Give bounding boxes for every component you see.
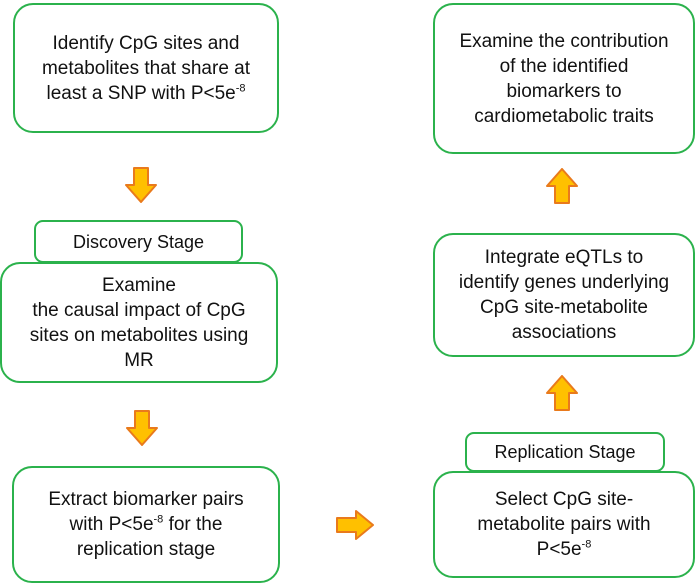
- examine-causal-line-4: MR: [124, 349, 154, 371]
- identify-p-exp: -8: [235, 82, 246, 95]
- examine-contribution-line-1: Examine the contribution: [459, 30, 669, 52]
- arrow-up-icon: [546, 375, 578, 411]
- select-p-exp: -8: [581, 538, 592, 551]
- discovery-stage-text: Discovery Stage: [72, 231, 205, 252]
- extract-line-2-start: with: [69, 514, 109, 535]
- examine-causal-line-2: the causal impact of CpG: [32, 299, 246, 321]
- examine-contribution-line-3: biomarkers to: [506, 80, 622, 102]
- replication-stage-label: Replication Stage: [465, 432, 665, 472]
- select-p-base: P<5e: [536, 539, 582, 560]
- examine-contribution-line-4: cardiometabolic traits: [474, 105, 654, 127]
- integrate-box: Integrate eQTLs to identify genes underl…: [433, 233, 695, 357]
- extract-p-base: P<5e: [108, 514, 154, 535]
- arrow-right-icon: [336, 510, 374, 540]
- identify-text: Identify CpG sites and metabolites that …: [42, 31, 250, 106]
- examine-causal-text: Examine the causal impact of CpG sites o…: [30, 273, 249, 373]
- examine-contribution-box: Examine the contribution of the identifi…: [433, 3, 695, 154]
- select-line-2: metabolite pairs with: [477, 514, 651, 535]
- discovery-stage-label: Discovery Stage: [34, 220, 243, 263]
- identify-line-2: metabolites that share at: [41, 57, 251, 79]
- examine-contribution-line-2: of the identified: [499, 55, 629, 77]
- extract-p-exp: -8: [153, 513, 164, 526]
- replication-stage-text: Replication Stage: [494, 442, 636, 462]
- extract-box: Extract biomarker pairs with P<5e-8 for …: [12, 466, 280, 583]
- integrate-line-4: associations: [511, 322, 617, 343]
- identify-line-3-text: least a SNP with: [46, 82, 191, 104]
- identify-line-3: least a SNP with P<5e-8: [42, 81, 250, 106]
- extract-line-1: Extract biomarker pairs: [48, 489, 244, 510]
- integrate-line-2: identify genes underlying: [458, 272, 670, 293]
- extract-line-2-end: for the: [163, 514, 223, 535]
- select-box: Select CpG site- metabolite pairs with P…: [433, 471, 695, 578]
- arrow-down-icon: [125, 167, 157, 203]
- extract-line-2: with P<5e-8 for the: [48, 512, 243, 537]
- select-text: Select CpG site- metabolite pairs with P…: [477, 487, 650, 562]
- identify-line-1: Identify CpG sites and: [52, 32, 240, 54]
- identify-box: Identify CpG sites and metabolites that …: [13, 3, 279, 133]
- integrate-line-3: CpG site-metabolite: [480, 297, 648, 318]
- examine-contribution-text: Examine the contribution of the identifi…: [459, 29, 668, 129]
- arrow-down-icon: [126, 410, 158, 446]
- integrate-text: Integrate eQTLs to identify genes underl…: [459, 245, 669, 345]
- select-line-1: Select CpG site-: [494, 489, 634, 510]
- examine-causal-box: Examine the causal impact of CpG sites o…: [0, 262, 278, 383]
- arrow-up-icon: [546, 168, 578, 204]
- identify-p-base: P<5e: [190, 82, 236, 104]
- extract-text: Extract biomarker pairs with P<5e-8 for …: [48, 487, 243, 562]
- select-line-3: P<5e-8: [477, 537, 650, 562]
- examine-causal-line-3: sites on metabolites using: [29, 324, 249, 346]
- extract-line-3: replication stage: [76, 539, 216, 560]
- integrate-line-1: Integrate eQTLs to: [484, 247, 644, 268]
- examine-causal-line-1: Examine: [102, 274, 176, 296]
